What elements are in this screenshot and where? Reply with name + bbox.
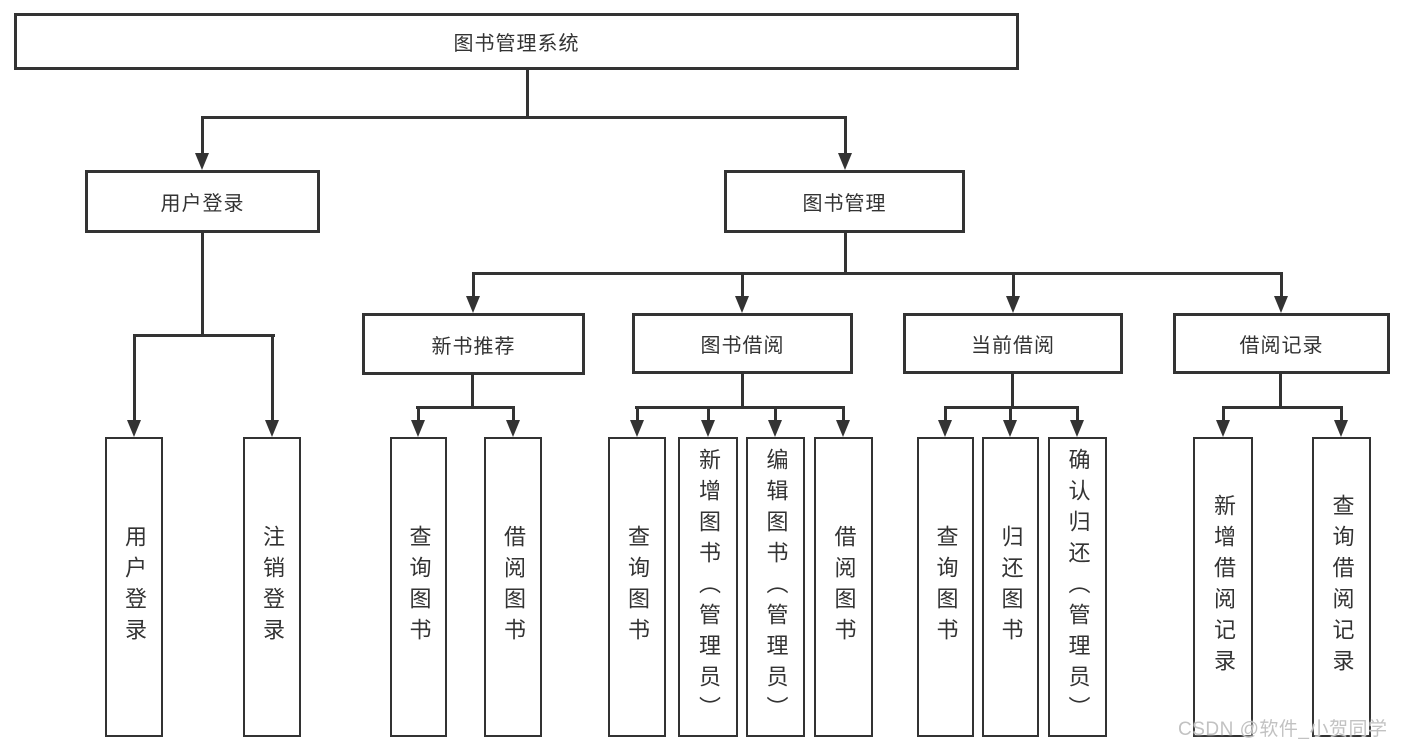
connector-rail-level2 — [201, 116, 847, 119]
connector-stem — [1076, 406, 1079, 423]
connector-stem — [1222, 406, 1225, 423]
arrow-down-icon — [411, 420, 425, 437]
connector-trunk-borrow-records — [1279, 374, 1282, 409]
arrow-down-icon — [1006, 296, 1020, 313]
connector-stem — [1012, 272, 1015, 299]
leaf-add-book-admin: 新增图书（管理员） — [678, 437, 738, 737]
connector-trunk-current-borrow — [1011, 374, 1014, 409]
connector-stem — [1340, 406, 1343, 423]
connector-rail-book-borrow — [635, 406, 845, 409]
connector-stem — [842, 406, 845, 423]
node-root: 图书管理系统 — [14, 13, 1019, 70]
leaf-confirm-return-admin: 确认归还（管理员） — [1048, 437, 1107, 737]
connector-trunk-book-management — [844, 233, 847, 275]
leaf-user-login: 用户登录 — [105, 437, 163, 737]
connector-trunk-book-borrow — [741, 374, 744, 409]
connector-trunk-user-login — [201, 233, 204, 337]
leaf-add-borrow-record: 新增借阅记录 — [1193, 437, 1253, 737]
arrow-down-icon — [466, 296, 480, 313]
connector-stem — [271, 334, 274, 422]
connector-stem — [133, 334, 136, 422]
connector-rail-level3 — [472, 272, 1283, 275]
arrow-down-icon — [506, 420, 520, 437]
connector-stem — [707, 406, 710, 423]
arrow-down-icon — [1070, 420, 1084, 437]
csdn-watermark: CSDN @软件_小贺同学 — [1178, 719, 1388, 740]
connector-stem — [636, 406, 639, 423]
connector-rail-borrow-records — [1222, 406, 1343, 409]
node-book-borrow: 图书借阅 — [632, 313, 853, 374]
connector-stem — [944, 406, 947, 423]
leaf-borrow-books: 借阅图书 — [814, 437, 873, 737]
node-borrow-records: 借阅记录 — [1173, 313, 1390, 374]
arrow-down-icon — [836, 420, 850, 437]
connector-stem — [741, 272, 744, 299]
connector-stem — [1009, 406, 1012, 423]
leaf-query-borrow-record: 查询借阅记录 — [1312, 437, 1371, 737]
connector-stem — [844, 116, 847, 155]
arrow-down-icon — [1003, 420, 1017, 437]
connector-stem — [417, 406, 420, 423]
arrow-down-icon — [938, 420, 952, 437]
leaf-query-books-recommend: 查询图书 — [390, 437, 447, 737]
connector-stem — [1280, 272, 1283, 299]
connector-rail-new-book-recommend — [416, 406, 515, 409]
node-current-borrow: 当前借阅 — [903, 313, 1123, 374]
connector-stem — [512, 406, 515, 423]
leaf-edit-book-admin: 编辑图书（管理员） — [746, 437, 805, 737]
connector-trunk-new-book-recommend — [471, 375, 474, 409]
connector-rail-user-login — [133, 334, 275, 337]
arrow-down-icon — [768, 420, 782, 437]
arrow-down-icon — [735, 296, 749, 313]
arrow-down-icon — [701, 420, 715, 437]
connector-trunk-root — [526, 69, 529, 118]
arrow-down-icon — [1334, 420, 1348, 437]
connector-stem — [774, 406, 777, 423]
node-book-management: 图书管理 — [724, 170, 965, 233]
node-new-book-recommend: 新书推荐 — [362, 313, 585, 375]
connector-stem — [201, 116, 204, 155]
leaf-query-books-current: 查询图书 — [917, 437, 974, 737]
leaf-query-books-borrow: 查询图书 — [608, 437, 666, 737]
arrow-down-icon — [1216, 420, 1230, 437]
leaf-logout: 注销登录 — [243, 437, 301, 737]
leaf-return-book: 归还图书 — [982, 437, 1039, 737]
arrow-down-icon — [265, 420, 279, 437]
node-user-login: 用户登录 — [85, 170, 320, 233]
arrow-down-icon — [1274, 296, 1288, 313]
connector-stem — [472, 272, 475, 299]
arrow-down-icon — [195, 153, 209, 170]
arrow-down-icon — [127, 420, 141, 437]
arrow-down-icon — [838, 153, 852, 170]
leaf-borrow-books-recommend: 借阅图书 — [484, 437, 542, 737]
arrow-down-icon — [630, 420, 644, 437]
